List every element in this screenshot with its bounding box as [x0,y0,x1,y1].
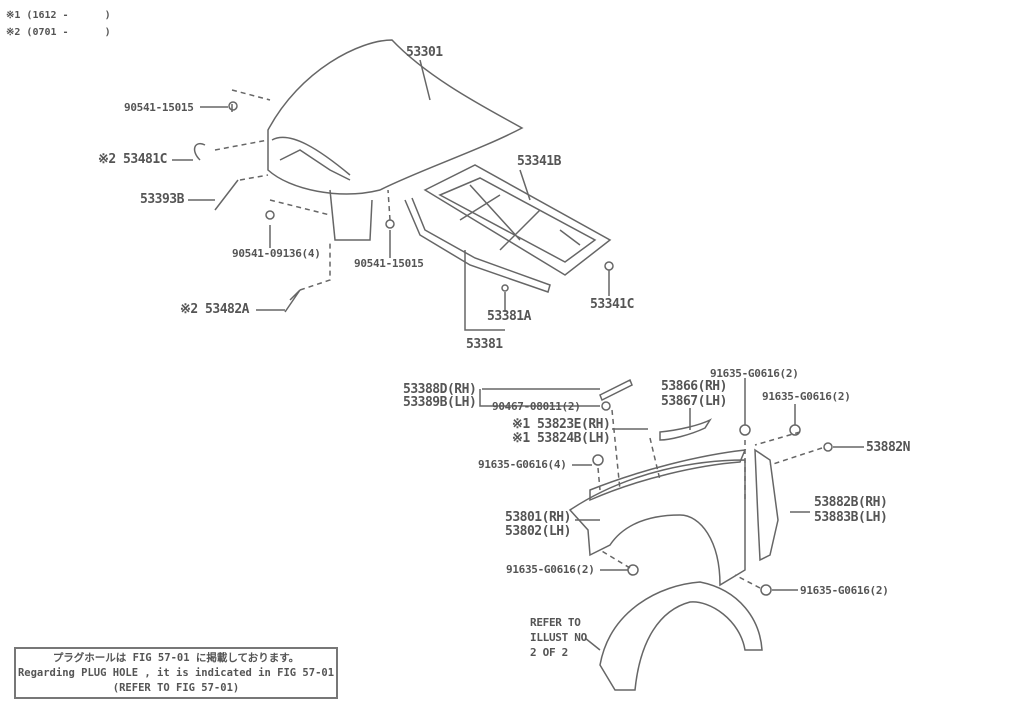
label-clip-right: 90541-15015 [354,257,424,270]
note-1-date: ※1 (1612 - ) [6,10,111,21]
fender-liner [599,581,763,691]
label-screw-mold: 90467-08011(2) [492,400,581,413]
label-fender-lh: 53802(LH) [505,524,571,539]
label-bolt-low-2: 91635-G0616(2) [800,584,889,597]
plug-hole-note: プラグホールは FIG 57-01 に掲載しております。 Regarding P… [14,647,338,699]
note-2-date: ※2 (0701 - ) [6,27,111,38]
label-cover-rh: 53866(RH) [661,379,727,394]
hood-panel [267,39,524,195]
label-seal-n: 53882N [866,440,910,455]
label-clip-mid: 90541-09136(4) [232,247,321,260]
label-clip-top: 90541-15015 [124,101,194,114]
label-seal-c: ※2 53481C [98,152,168,167]
label-mold-lh: 53389B(LH) [403,395,477,410]
label-trim-rh: ※1 53823E(RH) [512,417,611,432]
label-seal-hood: 53381A [487,309,531,324]
label-cover-lh: 53867(LH) [661,394,727,409]
label-hood: 53301 [406,45,443,60]
hood-insulator [423,164,612,276]
label-mold-rh: 53388D(RH) [403,382,477,397]
front-fender [568,459,746,587]
label-insulator: 53341B [517,154,561,169]
label-seal-lh: 53883B(LH) [814,510,888,525]
label-refer-3: 2 OF 2 [530,646,568,659]
note-english: Regarding PLUG HOLE , it is indicated in… [17,667,335,679]
fender-seal [754,448,779,562]
label-bracket: 53393B [140,192,184,207]
hood-seal [404,197,551,293]
note-japanese: プラグホールは FIG 57-01 に掲載しております。 [52,652,300,664]
label-clip-insulator: 53341C [590,297,634,312]
label-refer-2: ILLUST NO [530,631,587,644]
label-bolt-low: 91635-G0616(2) [506,563,595,576]
label-seal-a: ※2 53482A [180,302,250,317]
label-refer-1: REFER TO [530,616,581,629]
label-bolt-4: 91635-G0616(4) [478,458,567,471]
note-reference: (REFER TO FIG 57-01) [112,682,240,694]
label-bolt-top-1: 91635-G0616(2) [710,367,799,380]
label-trim-lh: ※1 53824B(LH) [512,431,611,446]
label-fender-rh: 53801(RH) [505,510,571,525]
label-seal-group: 53381 [466,337,503,352]
label-seal-rh: 53882B(RH) [814,495,888,510]
label-bolt-top-2: 91635-G0616(2) [762,390,851,403]
